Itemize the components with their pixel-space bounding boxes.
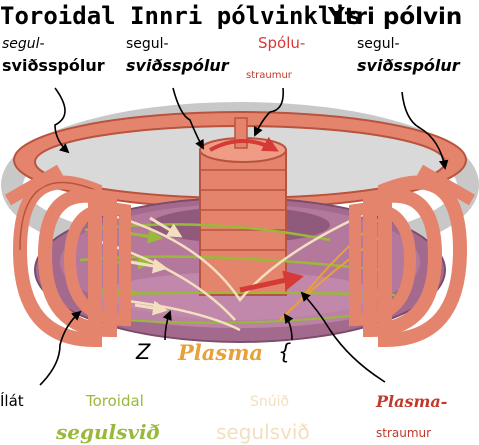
vessel-label: Ílát	[0, 392, 24, 410]
coil-right-label-line2: sviðsspólur	[357, 56, 460, 75]
toroidal-field-label-line2: segulsvið	[56, 420, 160, 444]
coil-mid-label-line2: sviðsspólur	[126, 56, 229, 75]
coil-current-label-line1: Spólu-	[258, 34, 305, 52]
title-right: Ytri pólvin	[328, 4, 462, 30]
brace-symbol: {	[278, 340, 291, 364]
title-left: Toroidal Innri pólvinklis	[0, 2, 361, 30]
coil-left-label-line1: segul-	[2, 36, 45, 52]
twisted-field-label-line2: segulsvið	[216, 420, 310, 444]
z-symbol: Z	[136, 340, 150, 364]
coil-left-label-line2: sviðsspólur	[2, 56, 105, 75]
plasma-current-label-line2: straumur	[376, 426, 431, 440]
coil-mid-label-line1: segul-	[126, 36, 169, 52]
plasma-current-label-line1: Plasma-	[376, 392, 447, 411]
toroidal-field-label-line1: Toroidal	[86, 392, 144, 410]
coil-right-label-line1: segul-	[357, 36, 400, 52]
plasma-label: Plasma	[178, 340, 263, 365]
front-left-coils	[8, 170, 125, 340]
front-right-coils	[355, 170, 472, 340]
twisted-field-label-line1: Snúið	[250, 394, 289, 410]
coil-current-label-line2: straumur	[246, 70, 292, 81]
